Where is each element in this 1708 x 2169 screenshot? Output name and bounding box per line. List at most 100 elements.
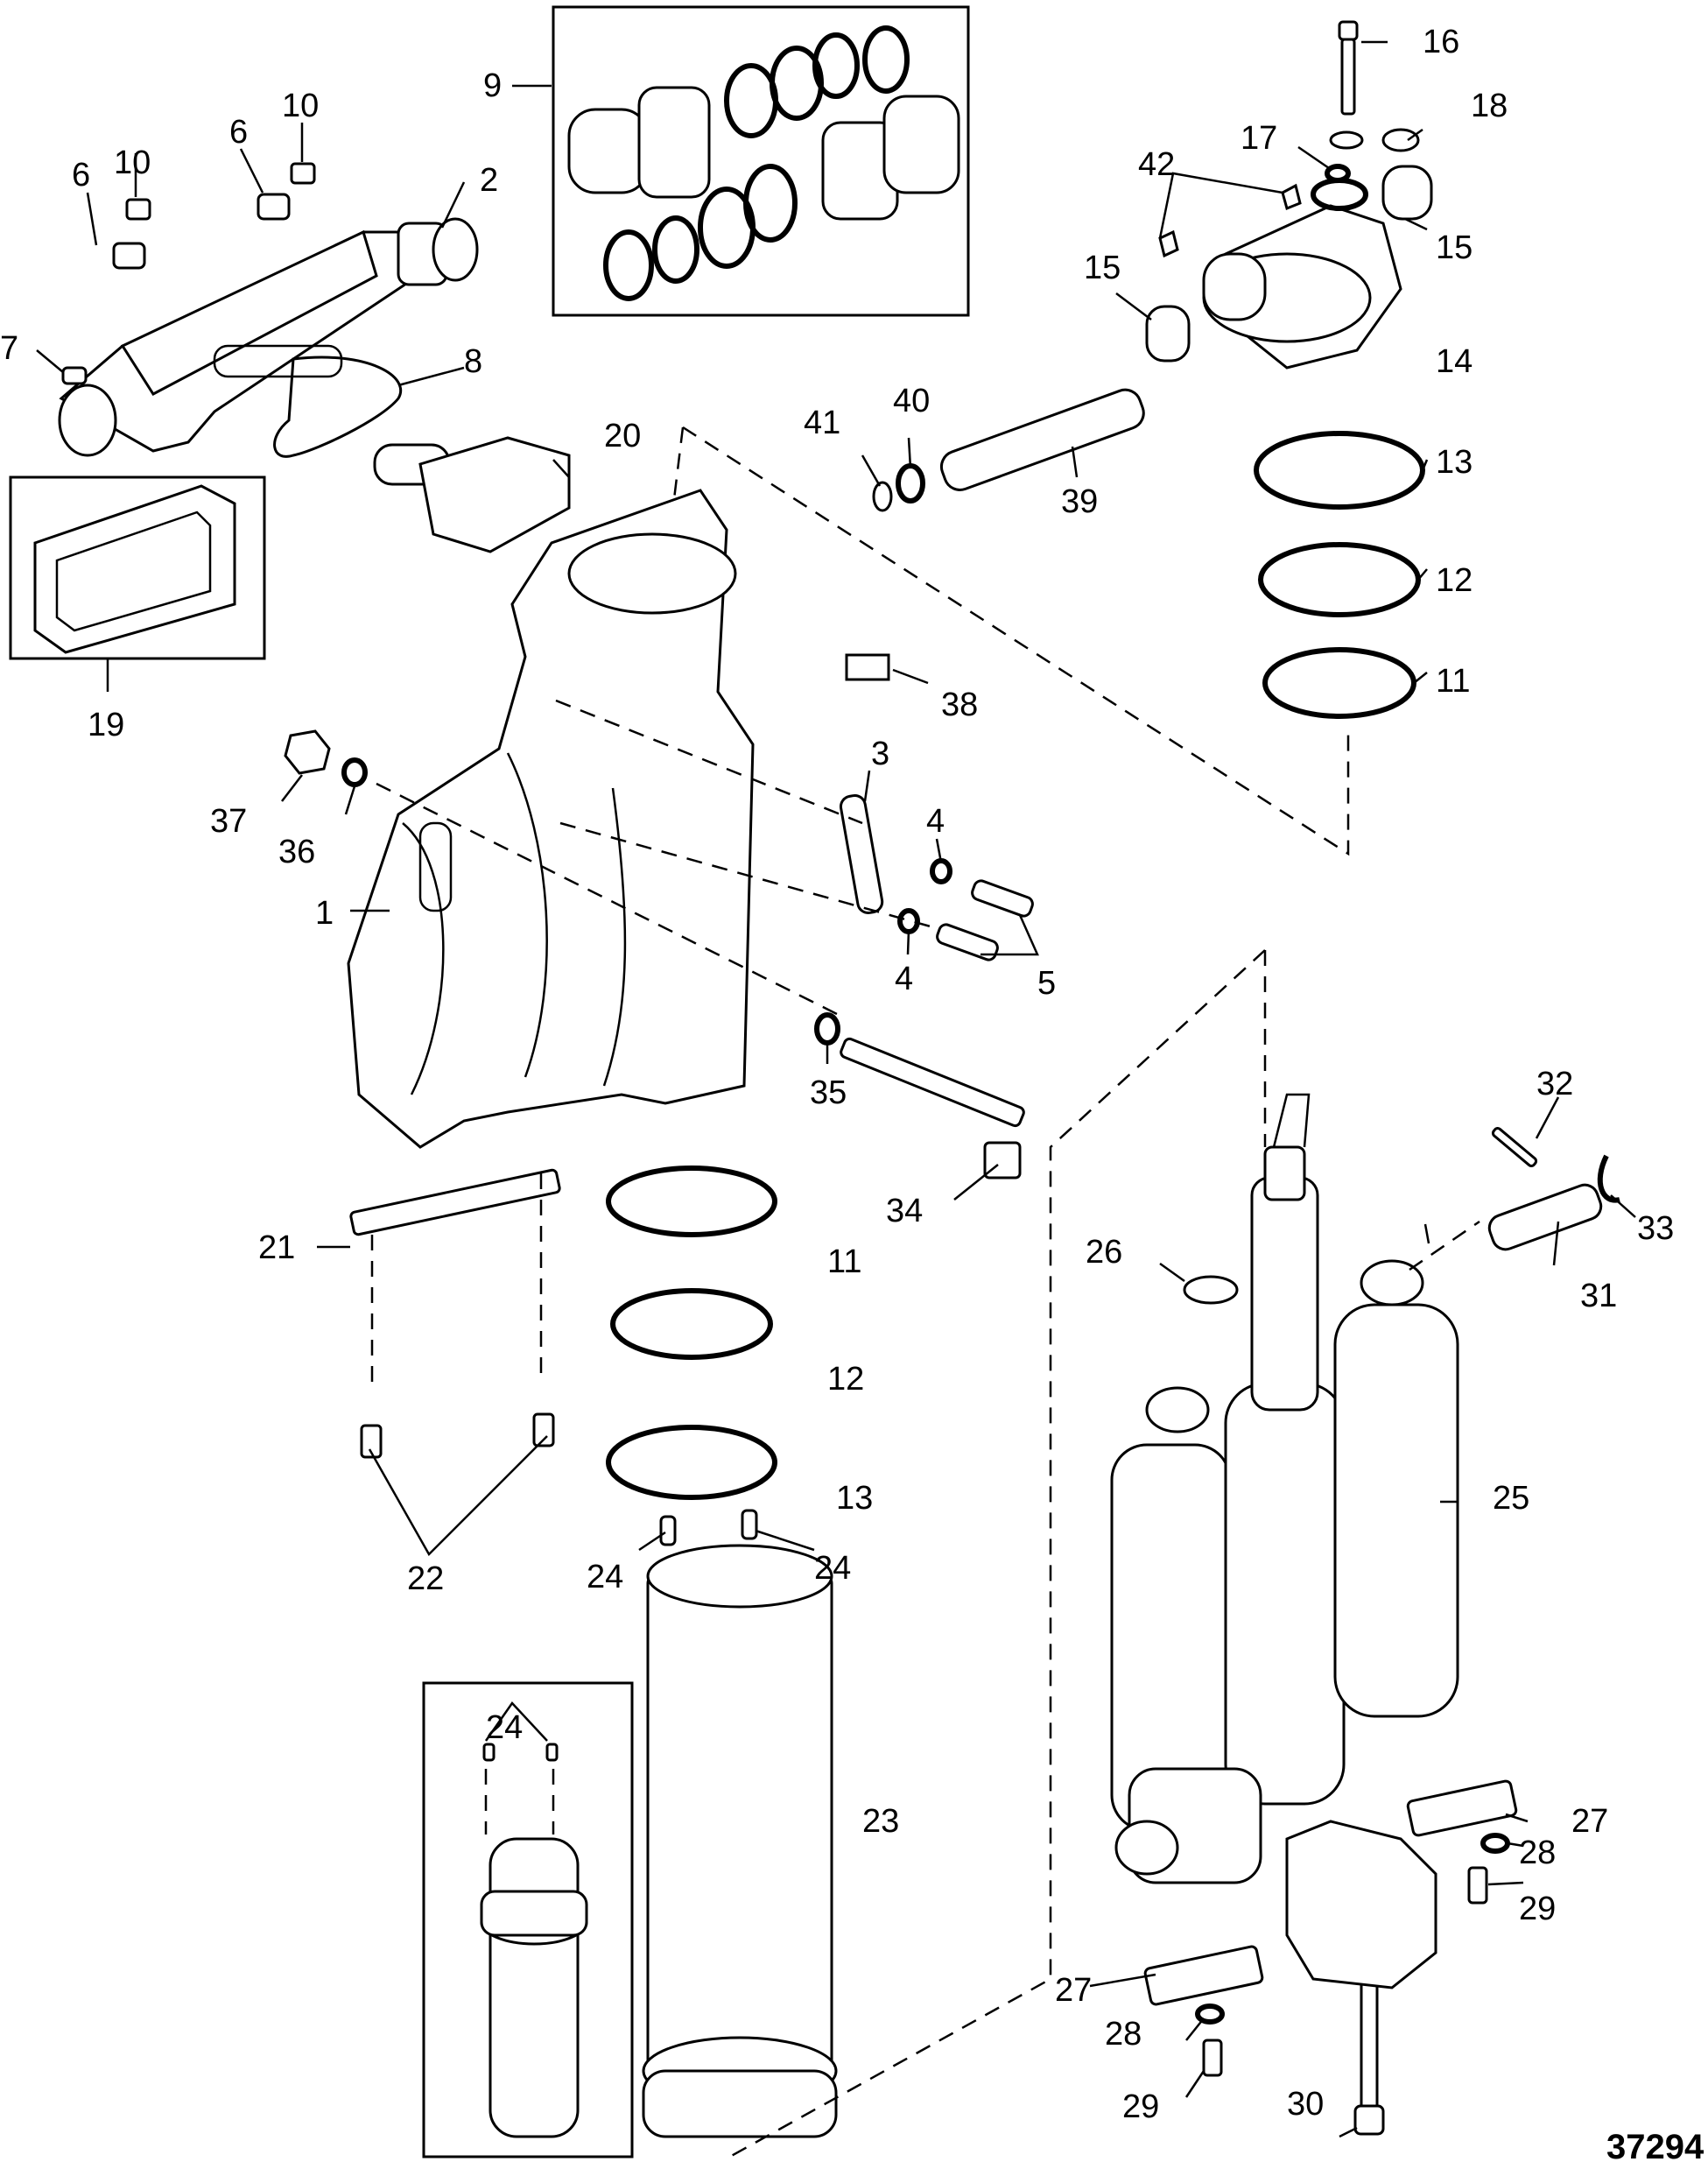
callout-10-right: 10 xyxy=(282,88,319,124)
callout-36: 36 xyxy=(278,834,315,870)
callout-1: 1 xyxy=(315,895,334,932)
clip-42-right xyxy=(1281,183,1302,211)
callout-28-right: 28 xyxy=(1519,1834,1556,1871)
bushing-15-right xyxy=(1381,165,1433,221)
callout-27-right: 27 xyxy=(1571,1803,1608,1840)
washer-35 xyxy=(814,1012,840,1046)
ring-13-upper xyxy=(1254,431,1425,510)
retaining-ring-33 xyxy=(1597,1154,1620,1203)
gimbal-housing xyxy=(347,489,755,1149)
callout-19: 19 xyxy=(88,707,124,743)
callout-27-left: 27 xyxy=(1055,1972,1092,2009)
callout-11-lower: 11 xyxy=(827,1243,861,1280)
callout-6-left: 6 xyxy=(72,157,90,194)
plug-38 xyxy=(845,653,890,681)
dowel-pins-24 xyxy=(659,1509,758,1546)
callout-38: 38 xyxy=(941,687,978,723)
callout-12-lower: 12 xyxy=(827,1361,864,1398)
inset-pin-cylinder xyxy=(480,1743,588,2138)
callout-23: 23 xyxy=(862,1803,899,1840)
tube-23 xyxy=(642,1544,838,2138)
steering-cylinder-assembly xyxy=(58,217,479,457)
inset-box-pin-cylinder xyxy=(422,1681,634,2158)
callout-14: 14 xyxy=(1436,343,1473,380)
ring-13-lower xyxy=(606,1425,777,1500)
washer-36 xyxy=(341,757,368,787)
pin-31 xyxy=(1487,1183,1603,1251)
callout-13-upper: 13 xyxy=(1436,444,1473,481)
callout-2: 2 xyxy=(480,162,498,199)
callout-31: 31 xyxy=(1580,1278,1617,1314)
washer-28-left xyxy=(1195,2004,1225,2025)
nut-37 xyxy=(284,729,331,775)
bolt-5-lower xyxy=(936,923,999,961)
retaining-tab-18 xyxy=(1329,128,1420,152)
callout-3: 3 xyxy=(871,736,889,772)
callout-24-right: 24 xyxy=(814,1550,851,1587)
plate-3 xyxy=(839,793,884,914)
callout-37: 37 xyxy=(210,803,247,840)
inset-box-seal-kit xyxy=(552,5,970,317)
callout-26: 26 xyxy=(1086,1234,1122,1271)
plate-27-left xyxy=(1143,1945,1264,2006)
plate-27-right xyxy=(1406,1779,1518,1837)
callout-42: 42 xyxy=(1138,146,1175,183)
washer-17 xyxy=(1325,164,1351,183)
bolt-29-right xyxy=(1467,1866,1488,1905)
callout-20: 20 xyxy=(604,418,641,454)
seal-loop xyxy=(273,356,403,458)
callout-34: 34 xyxy=(886,1193,923,1229)
shaft-39 xyxy=(939,388,1145,491)
callout-10-left: 10 xyxy=(114,144,151,181)
callout-35: 35 xyxy=(810,1074,847,1111)
ring-11-upper xyxy=(1262,647,1416,719)
bolt-16 xyxy=(1338,20,1359,116)
valve-block xyxy=(1285,1820,1437,1989)
callout-25: 25 xyxy=(1493,1480,1529,1517)
cotter-pin-32 xyxy=(1491,1127,1538,1167)
callout-8: 8 xyxy=(464,343,482,380)
callout-28-left: 28 xyxy=(1105,2016,1142,2053)
bolt-29-left xyxy=(1202,2039,1223,2077)
callout-4-lower: 4 xyxy=(895,961,913,997)
callout-22: 22 xyxy=(407,1560,444,1597)
ring-12-upper xyxy=(1258,542,1421,617)
callout-29-left: 29 xyxy=(1122,2088,1159,2125)
washer-4-upper xyxy=(930,858,952,884)
callout-21: 21 xyxy=(258,1229,295,1266)
callout-17: 17 xyxy=(1241,120,1277,157)
callout-15-left: 15 xyxy=(1084,250,1121,286)
callout-33: 33 xyxy=(1637,1210,1674,1247)
callout-29-right: 29 xyxy=(1519,1891,1556,1927)
ring-12-lower xyxy=(610,1288,773,1360)
alignment-lines xyxy=(370,426,1480,2160)
callout-7: 7 xyxy=(0,330,18,367)
inset-box-gasket xyxy=(9,475,266,660)
callout-15-right: 15 xyxy=(1436,229,1473,266)
washer-28-right xyxy=(1480,1833,1510,1854)
callout-32: 32 xyxy=(1536,1066,1573,1102)
fittings-and-caps xyxy=(61,162,316,385)
trim-cylinder-assembly xyxy=(1110,1093,1459,1884)
callout-39: 39 xyxy=(1061,483,1098,520)
bolt-34 xyxy=(840,1037,1025,1180)
callout-6-right: 6 xyxy=(229,114,248,151)
callout-4-upper: 4 xyxy=(926,803,945,840)
callout-13-lower: 13 xyxy=(836,1480,873,1517)
callout-labels: 1 2 3 4 4 5 6 6 7 8 9 10 10 11 11 12 12 … xyxy=(0,24,1704,2166)
figure-number: 37294 xyxy=(1606,2128,1704,2166)
callout-24-left: 24 xyxy=(587,1559,623,1595)
callout-41: 41 xyxy=(804,405,840,441)
callout-30: 30 xyxy=(1287,2086,1324,2123)
o-ring-26 xyxy=(1183,1275,1239,1305)
clip-42-left xyxy=(1158,229,1179,258)
callout-12-upper: 12 xyxy=(1436,562,1473,599)
bushing-15-left xyxy=(1145,305,1191,363)
seal-kit-parts xyxy=(567,25,960,301)
bolt-5-upper xyxy=(971,879,1034,918)
bolt-30 xyxy=(1353,1973,1385,2136)
callout-16: 16 xyxy=(1423,24,1459,60)
screws-22 xyxy=(360,1412,555,1459)
callout-24-inset: 24 xyxy=(486,1709,523,1746)
